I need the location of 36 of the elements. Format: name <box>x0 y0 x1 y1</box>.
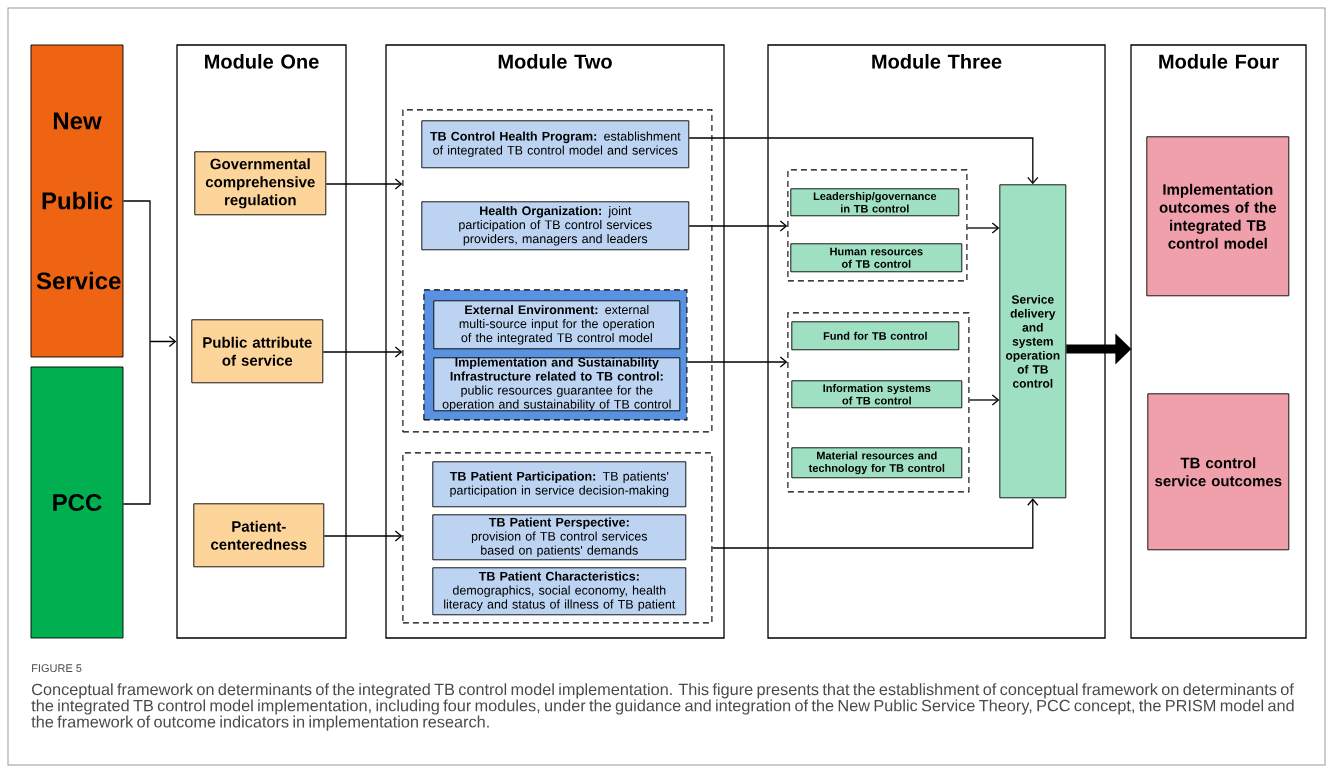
arrow <box>966 222 1000 234</box>
arrow <box>688 137 1039 185</box>
factor-box: Information systems of TB control <box>791 380 963 409</box>
figure-number: FIGURE 5 <box>32 664 82 672</box>
factor-box: Patient-centeredness <box>193 503 325 568</box>
arrow <box>686 356 788 368</box>
factor-box: Leadership/governance in TB control <box>790 188 960 217</box>
caption: Conceptual framework on determinants of the integrated TB control model implementation. This figure presents that the establishment of conceptual framework on determinants of the integrated TB control model implementation, including four modules, under the guidance and integration of the New Public Service Theory, PCC concept, the PRISM model and the framework of outcome indicators in implementation research. <box>31 683 1294 731</box>
factor-box: Material resources and technology for TB control <box>791 447 963 479</box>
factor-box: TB Patient Perspective: provision of TB control services based on patients' demands <box>432 514 687 561</box>
factor-box: TB Control Health Program: establishment of integrated TB control model and services <box>421 120 690 169</box>
factor-box: TB Patient Characteristics: demographics, social economy, health literacy and status of illness of TB patient <box>432 567 687 616</box>
factor-box: Governmental comprehensive regulation <box>194 151 327 216</box>
arrow <box>711 498 1039 549</box>
factor-box: Public attribute of service <box>191 319 324 384</box>
dashed-group <box>787 169 968 282</box>
factor-box: Human resources of TB control <box>790 243 963 273</box>
arrow <box>688 220 788 232</box>
dashed-group <box>402 109 713 433</box>
factor-box: Fund for TB control <box>791 321 960 351</box>
arrow <box>323 530 403 542</box>
factor-box: Health Organization: joint participation of TB control services providers, managers and leaders <box>421 201 690 251</box>
arrow <box>322 346 403 358</box>
factor-box: Implementation and Sustainability Infrastructure related to TB control: public resources guarantee for the operation and sustainability of TB control <box>433 357 681 412</box>
theory-box: New Public Service <box>30 44 124 358</box>
theory-box: PCC <box>30 366 124 639</box>
outcome-box: Implementation outcomes of the integrated TB control model <box>1146 136 1290 297</box>
dashed-group <box>787 312 970 493</box>
merging-arrow <box>122 200 177 505</box>
outcome-box: TB control service outcomes <box>1147 393 1290 551</box>
arrow <box>968 394 1000 406</box>
process-box: Service delivery and system operation of TB control <box>999 184 1067 499</box>
arrow <box>325 178 403 190</box>
factor-box: External Environment: external multi-source input for the operation of the integrated TB control model <box>433 300 681 350</box>
factor-box: TB Patient Participation: TB patients' participation in service decision-making <box>432 461 687 508</box>
dashed-group <box>402 452 713 624</box>
